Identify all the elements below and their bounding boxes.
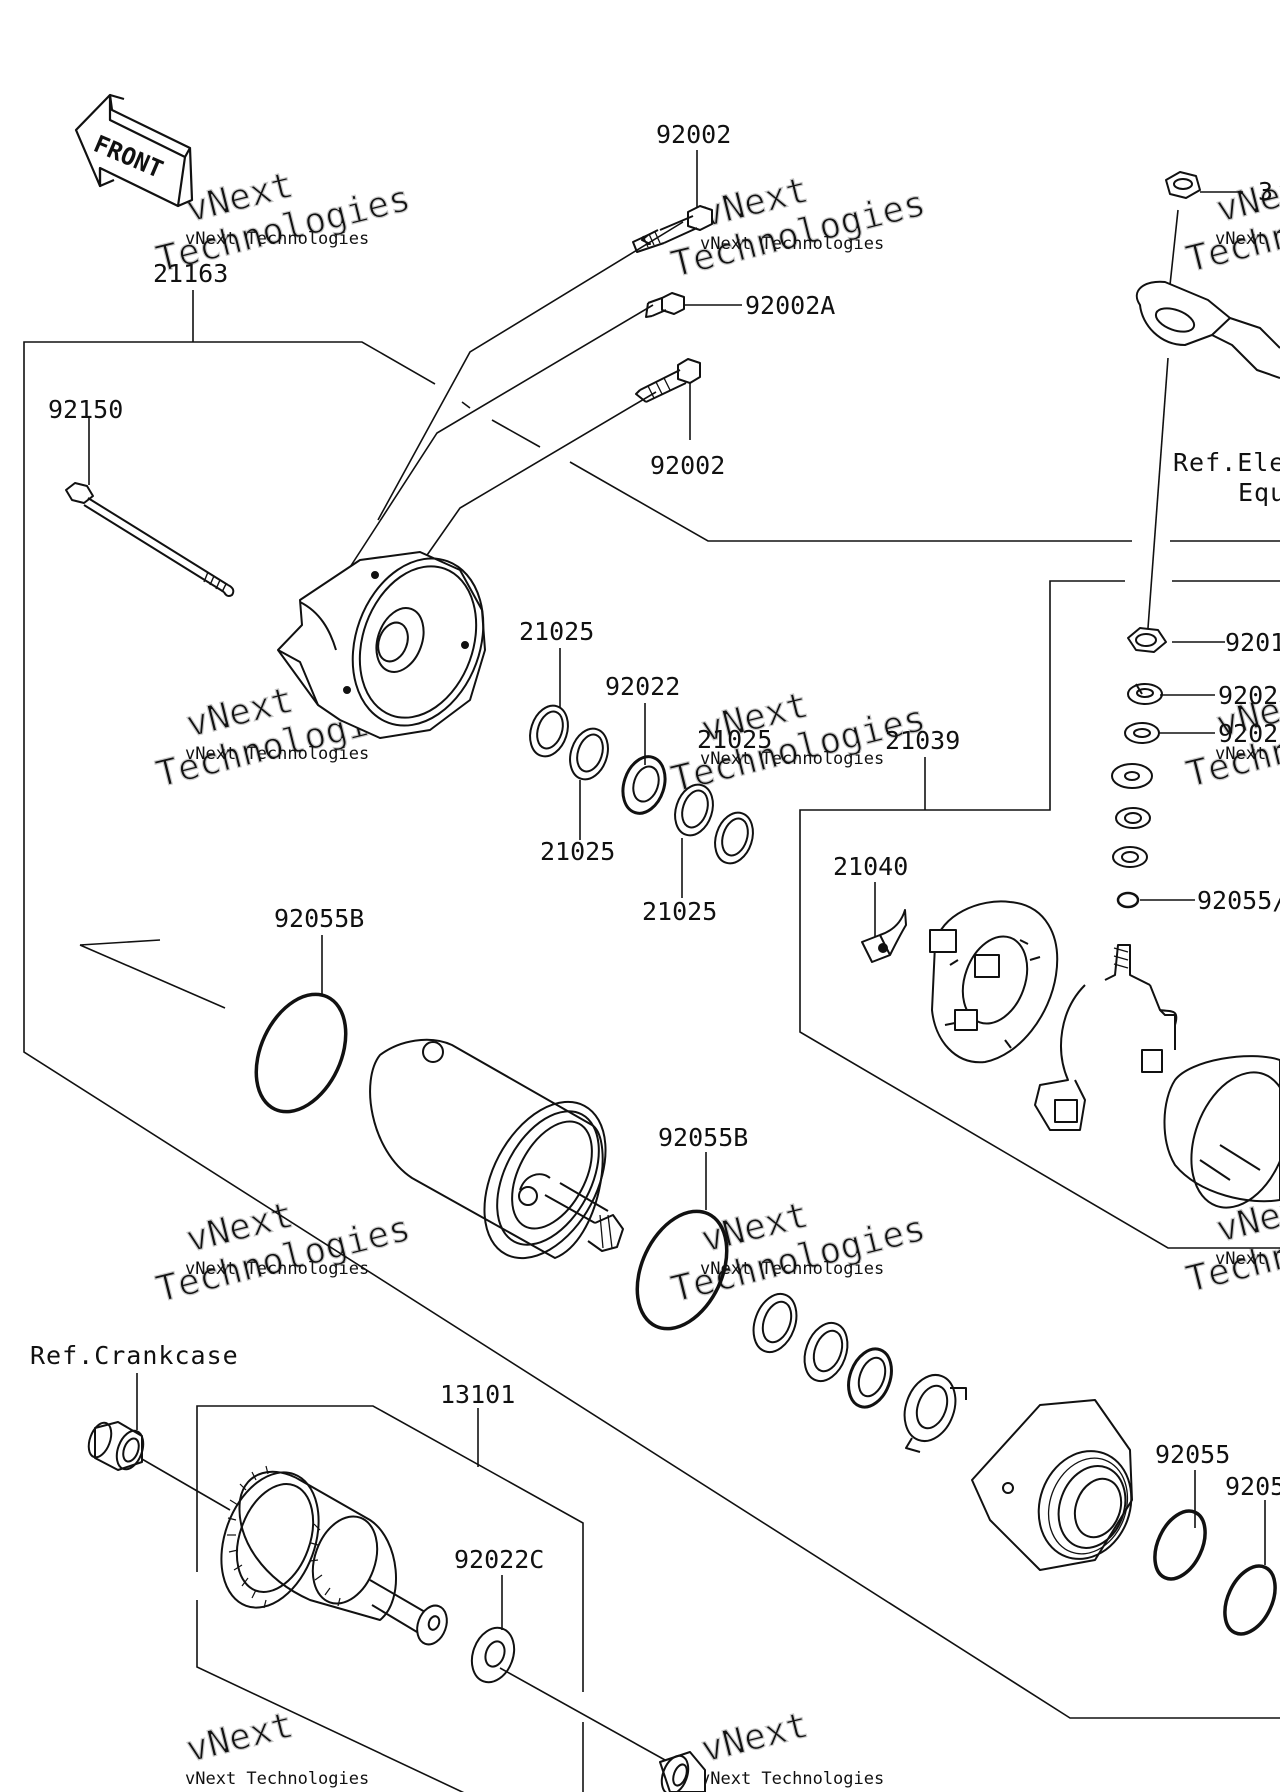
callout-92055b: 92055B [658, 1123, 748, 1152]
callout-21025: 21025 [642, 897, 717, 926]
bolt-92002a-icon [645, 292, 685, 318]
ref-electrical-line2: Equ [1238, 478, 1280, 507]
callout-21025: 21025 [697, 725, 772, 754]
group-outline-21163-top [193, 341, 436, 385]
callout-92150: 92150 [48, 395, 123, 424]
washer-lower-1-icon [752, 1292, 798, 1354]
callout-21025: 21025 [519, 617, 594, 646]
insulator-washer-3-icon [1112, 846, 1148, 868]
callout-9205: 9205 [1225, 1472, 1280, 1501]
svg-text:vNext Technologies: vNext Technologies [700, 1259, 884, 1279]
rear-cover-icon [277, 551, 486, 739]
front-cover-icon [971, 1399, 1133, 1571]
watermark: vNext Technologies vNext Technologies [152, 1194, 415, 1311]
oring-92055b-b-icon [635, 1209, 729, 1331]
nut-9201-icon [1127, 627, 1167, 653]
starter-clutch-gear-icon [220, 1465, 448, 1646]
svg-text:vNext Technologies: vNext Technologies [700, 749, 884, 769]
washer-21025-d-icon [714, 811, 754, 865]
callout-92055b: 92055B [274, 904, 364, 933]
brush-holder-ring-icon [1163, 1055, 1280, 1209]
ref-electrical-line1: Ref.Ele [1173, 448, 1280, 477]
svg-text:vNext Technologies: vNext Technologies [185, 1769, 369, 1789]
washer-92022-icon [621, 755, 667, 815]
cable-terminal-icon [1135, 280, 1280, 379]
svg-text:vNext Technologies: vNext Technologies [700, 234, 884, 254]
callout-92055a: 92055/ [1197, 886, 1280, 915]
callout-9202: 9202 [1218, 719, 1278, 748]
bushing-lower-icon [659, 1751, 706, 1792]
group-outline-21039 [799, 580, 1280, 1249]
callout-21025: 21025 [540, 837, 615, 866]
svg-text:vNext Technologies: vNext Technologies [1215, 229, 1280, 249]
svg-text:vNext Technologies: vNext Technologies [1215, 744, 1280, 764]
svg-text:vNext Technologies: vNext Technologies [700, 1769, 884, 1789]
bolt-92002-top-icon [632, 205, 713, 253]
bolt-92002-mid-icon [635, 358, 701, 403]
leader-lines [88, 150, 1266, 1761]
svg-text:vNext Technologies: vNext Technologies [185, 744, 369, 764]
motor-yoke-icon [369, 1038, 624, 1260]
callout-92002: 92002 [656, 120, 731, 149]
brush-spring-holder-icon [1034, 944, 1178, 1131]
oring-92055-cut-icon [1223, 1564, 1277, 1636]
callout-21039: 21039 [885, 726, 960, 755]
callout-92002a: 92002A [745, 291, 835, 320]
lock-washer-icon [903, 1374, 967, 1453]
watermark: vNext vNext Technologies [697, 1704, 885, 1789]
callout-21040: 21040 [833, 852, 908, 881]
washer-21025-c-icon [674, 783, 714, 837]
washer-9202-icon [1124, 722, 1160, 744]
oring-92055-icon [1153, 1509, 1207, 1581]
svg-text:vNext: vNext [697, 1705, 812, 1771]
part-drawings [65, 171, 1280, 1792]
watermark: vNext vNext Technologies [182, 1704, 370, 1789]
svg-text:vNext Technologies: vNext Technologies [185, 229, 369, 249]
washer-lower-3-icon [847, 1347, 893, 1409]
ref-crankcase: Ref.Crankcase [30, 1341, 239, 1370]
brush-plate-icon [929, 900, 1059, 1064]
svg-text:vNext Technologies: vNext Technologies [1215, 1249, 1280, 1269]
group-outline-21163 [23, 341, 1280, 1719]
washer-92022c-icon [470, 1626, 516, 1684]
svg-text:vNext: vNext [182, 1705, 297, 1771]
oring-92055b-a-icon [254, 992, 348, 1114]
washer-21025-a-icon [529, 704, 569, 758]
group-outlines [23, 341, 1280, 1792]
callout-92022c: 92022C [454, 1545, 544, 1574]
callout-13101: 13101 [440, 1380, 515, 1409]
callout-labels: 92002 92002A 92002 21163 92150 21025 920… [30, 120, 1280, 1574]
oring-92055a-icon [1116, 891, 1140, 909]
washer-21025-b-icon [569, 727, 609, 781]
callout-92055: 92055 [1155, 1440, 1230, 1469]
callout-9201: 9201 [1225, 628, 1280, 657]
callout-92022: 92022 [605, 672, 680, 701]
callout-3: 3 [1258, 177, 1273, 206]
brush-21040-icon [861, 909, 907, 963]
callout-92002: 92002 [650, 451, 725, 480]
bolt-92150-icon [65, 482, 235, 597]
callout-21163: 21163 [153, 259, 228, 288]
bushing-crankcase-icon [87, 1421, 145, 1471]
group-outline-13101 [196, 1405, 584, 1692]
washer-lower-2-icon [803, 1321, 849, 1383]
spring-washer-icon [1127, 683, 1163, 705]
callout-9202: 9202 [1218, 681, 1278, 710]
svg-text:vNext Technologies: vNext Technologies [185, 1259, 369, 1279]
front-arrow-icon: FRONT [74, 93, 194, 208]
nut-top-icon [1165, 171, 1201, 199]
insulator-washer-2-icon [1115, 807, 1151, 829]
insulator-washer-1-icon [1111, 763, 1153, 789]
